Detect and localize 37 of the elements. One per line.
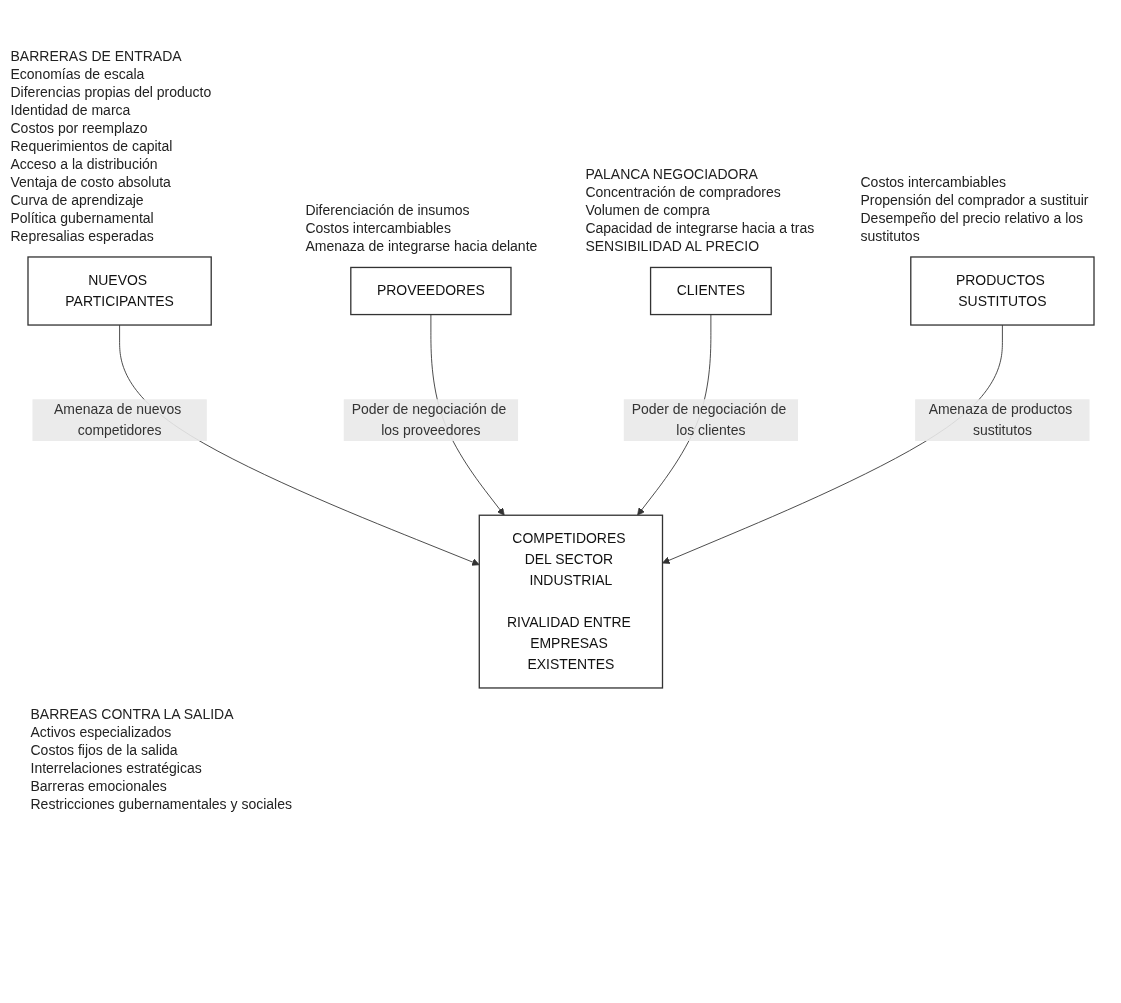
list-item: Costos intercambiables (860, 172, 1007, 191)
list-item: SENSIBILIDAD AL PRECIO (585, 237, 761, 256)
node-box: CLIENTES (649, 266, 772, 316)
list-item: Capacidad de integrarse hacia a tras (585, 219, 816, 238)
note-text: Barreras emocionales (30, 776, 168, 795)
list-item: Amenaza de integrarse hacia delante (305, 237, 539, 256)
list-item: PALANCA NEGOCIADORA (585, 165, 759, 184)
node-box: NUEVOS PARTICIPANTES (26, 256, 212, 326)
edge-label: Amenaza de productos sustitutos (928, 401, 1072, 438)
edge-label: Amenaza de nuevos competidores (53, 401, 181, 438)
list-item: Concentración de compradores (585, 183, 782, 202)
node-box: PRODUCTOS SUSTITUTOS (909, 256, 1095, 326)
list-item: Represalias esperadas (10, 226, 155, 245)
list-item: Política gubernamental (10, 208, 155, 227)
node-box: COMPETIDORES DEL SECTOR INDUSTRIAL RIVALIDAD ENTRE EMPRESAS EXISTENTES (478, 514, 663, 689)
edge-label: Poder de negociación de los proveedores (351, 401, 506, 438)
note-text: Interrelaciones estratégicas (30, 758, 203, 777)
list-item: Diferenciación de insumos (305, 201, 471, 220)
list-item: BARRERAS DE ENTRADA (10, 46, 183, 65)
list-item: Costos por reemplazo (10, 118, 149, 137)
list-item: Volumen de compra (585, 201, 711, 220)
list-item: Identidad de marca (10, 100, 132, 119)
note-text: Restricciones gubernamentales y sociales (30, 794, 293, 813)
list-item: Curva de aprendizaje (10, 190, 145, 209)
list-item: Requerimientos de capital (10, 136, 174, 155)
note-text: Activos especializados (30, 722, 173, 741)
note-text: Costos fijos de la salida (30, 740, 179, 759)
note-text: BARREAS CONTRA LA SALIDA (30, 704, 235, 723)
list-item: Costos intercambiables (305, 219, 452, 238)
list-item: Economías de escala (10, 64, 146, 83)
list-item: Desempeño del precio relativo a los sustitutos (860, 208, 1085, 245)
list-item: Acceso a la distribución (10, 154, 159, 173)
list-item: Propensión del comprador a sustituir (860, 190, 1090, 209)
list-item: Diferencias propias del producto (10, 82, 213, 101)
node-box: PROVEEDORES (349, 266, 512, 316)
edge-label: Poder de negociación de los clientes (631, 401, 786, 438)
list-item: Ventaja de costo absoluta (10, 172, 172, 191)
